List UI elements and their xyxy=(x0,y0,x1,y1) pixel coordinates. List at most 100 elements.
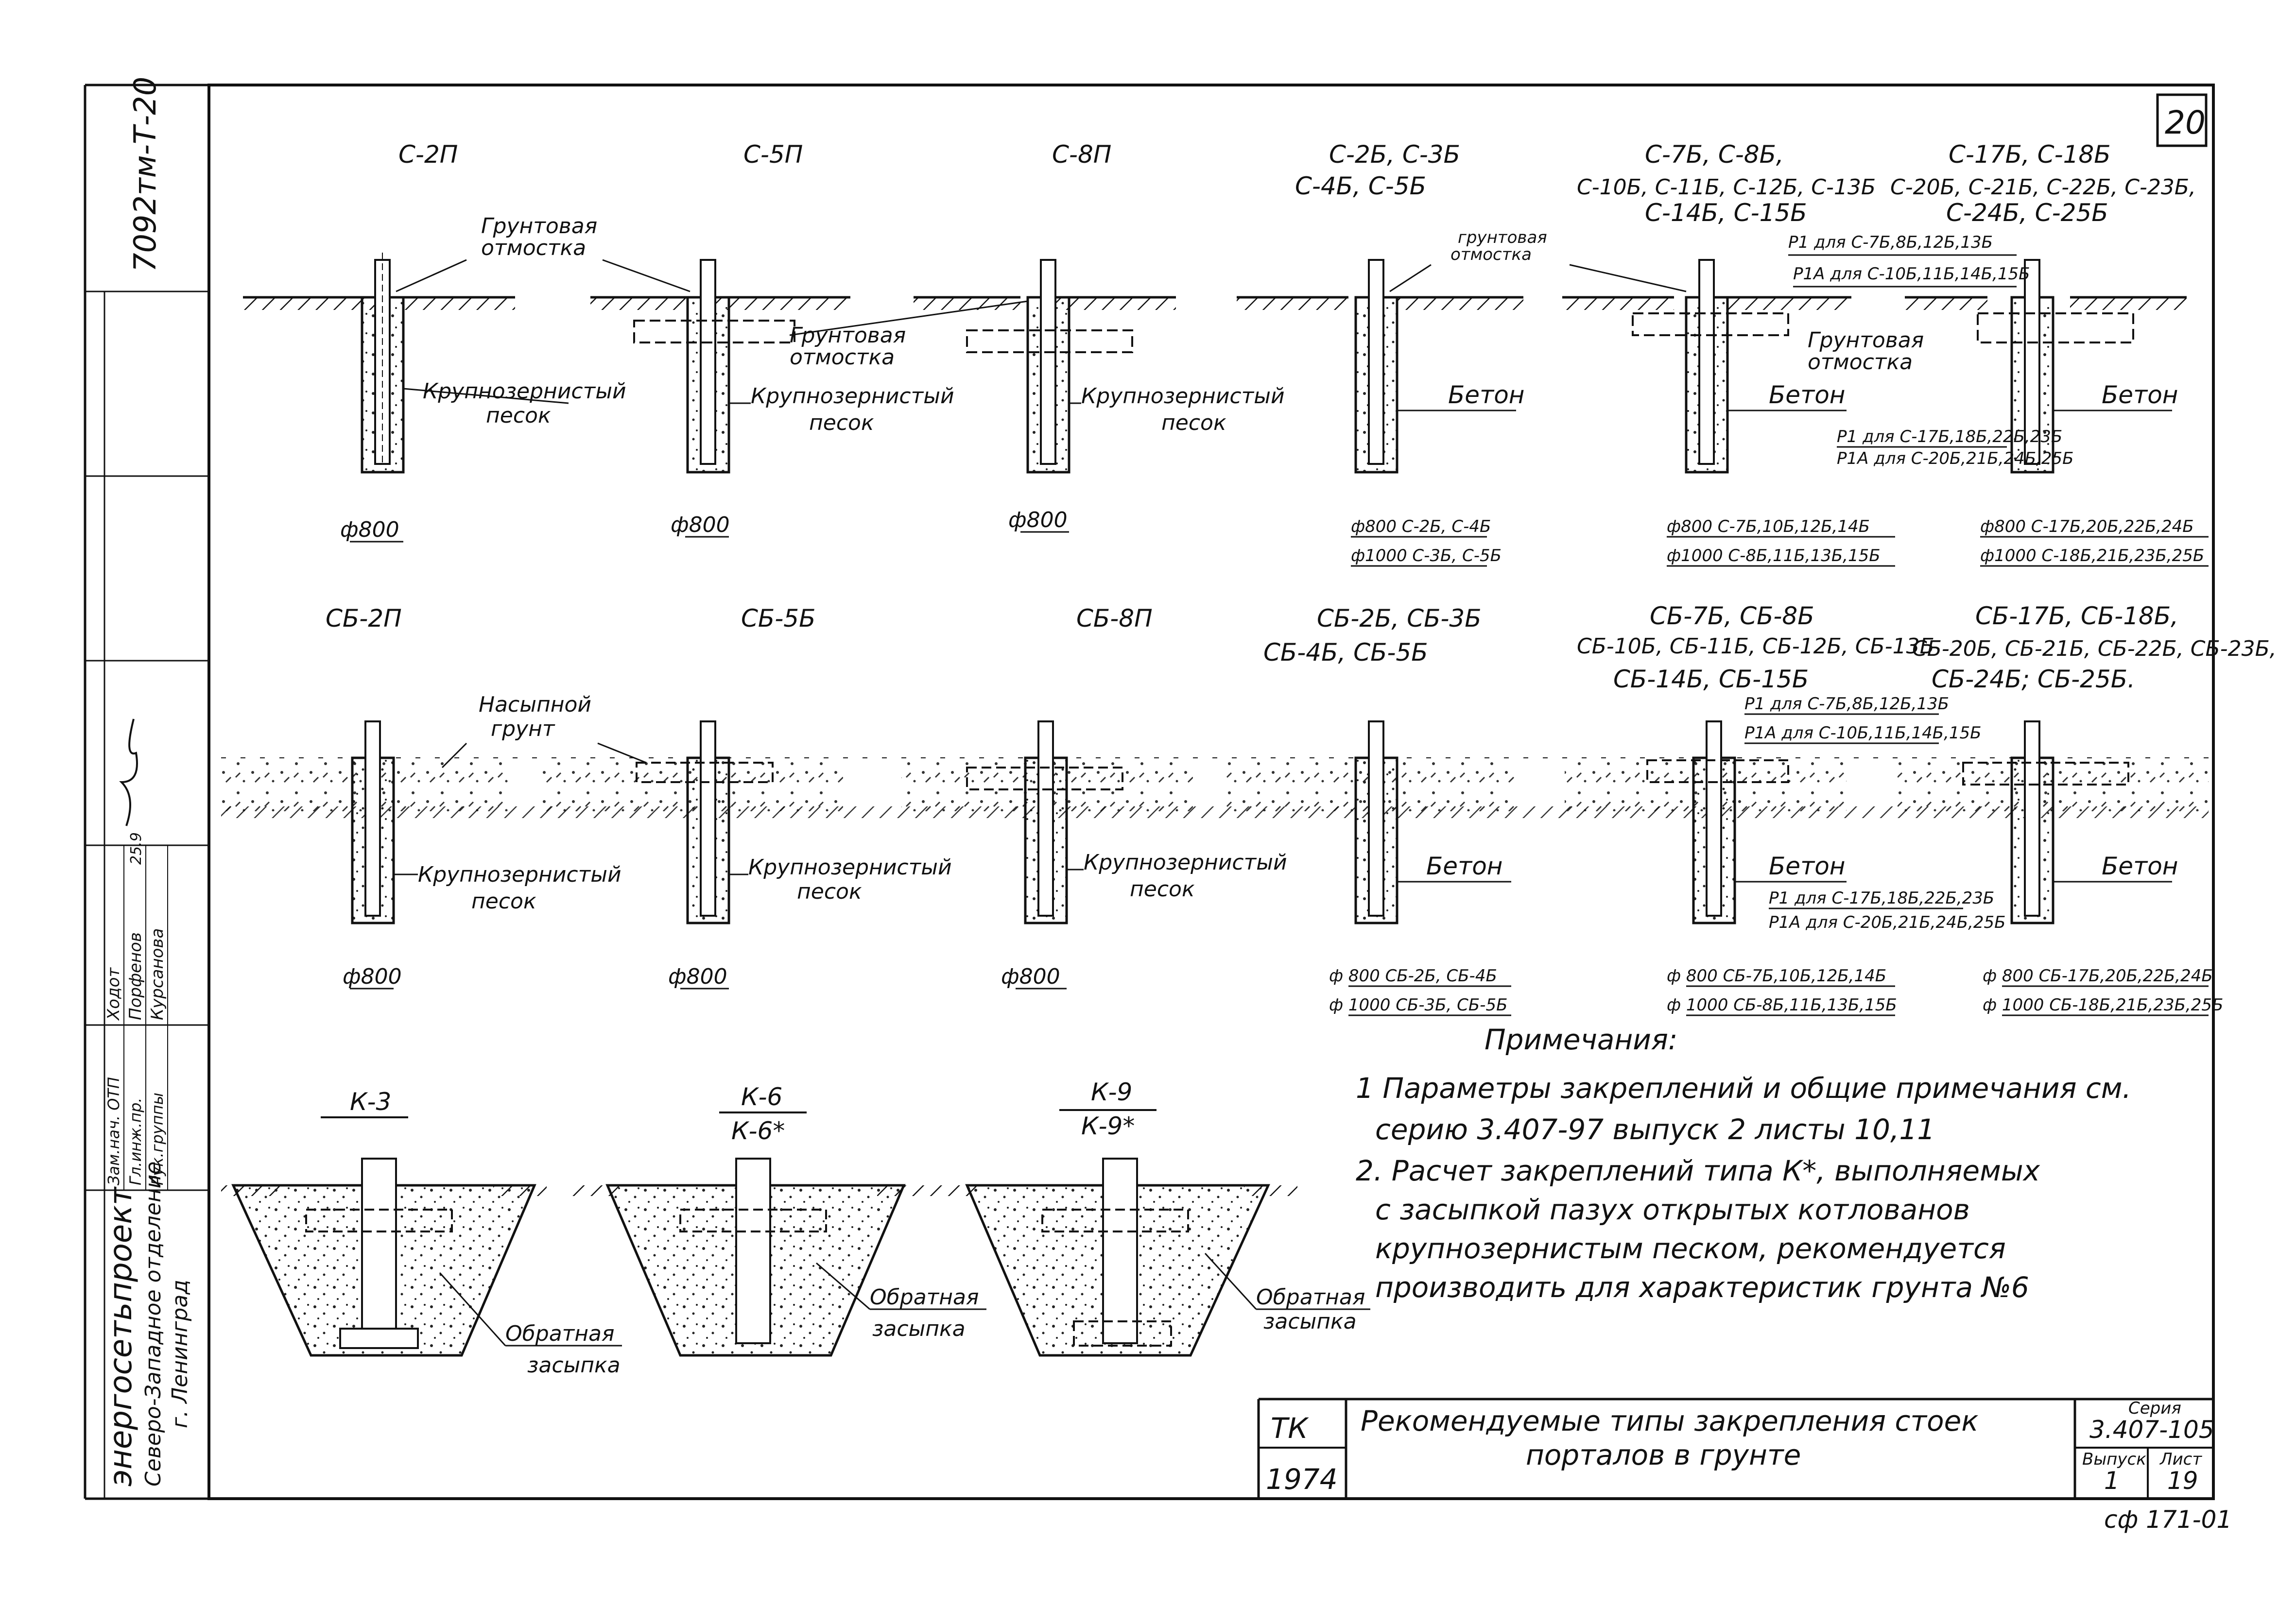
stamp-org-line3: г. Ленинград xyxy=(168,1280,192,1428)
r1-apron-1a: Грунтовая xyxy=(481,214,597,239)
sheet-frame xyxy=(207,84,2215,1500)
tb-sheet-label: Лист xyxy=(2159,1450,2202,1469)
r2-dia-5b: ф 1000 СБ-8Б,11Б,13Б,15Б xyxy=(1667,995,1897,1015)
r1-fill-5: Бетон xyxy=(1769,381,1845,409)
row3-title-2b: К-6* xyxy=(731,1117,785,1145)
row3-title-3a: К-9 xyxy=(1091,1078,1132,1106)
row2-pit-3 xyxy=(966,720,1123,924)
r2-fill-3a: Крупнозернистый xyxy=(1084,850,1287,875)
r1-p1-6a: Р1 для С-17Б,18Б,22Б,23Б xyxy=(1837,427,2062,446)
r1-apron-3b: отмостка xyxy=(1450,245,1532,264)
stamp-org: энергосетьпроект xyxy=(103,1186,139,1487)
r2-dia-4b: ф 1000 СБ-3Б, СБ-5Б xyxy=(1329,995,1507,1015)
tb-footer-code: сф 171-01 xyxy=(2104,1505,2232,1534)
row1-title-1: С-2П xyxy=(398,140,458,169)
notes: Примечания: 1 Параметры закреплений и об… xyxy=(1356,1023,2131,1304)
row2-title-3: СБ-8П xyxy=(1076,604,1153,633)
row1-title-4b: С-4Б, С-5Б xyxy=(1295,172,1426,200)
r2-fill-1b: песок xyxy=(471,889,536,914)
row2-title-6a: СБ-17Б, СБ-18Б, xyxy=(1975,602,2178,630)
r2-fill-6: Бетон xyxy=(2102,852,2178,880)
tb-title-2: порталов в грунте xyxy=(1526,1438,1801,1471)
row1-title-5a: С-7Б, С-8Б, xyxy=(1645,140,1784,169)
notes-line-3: 2. Расчет закреплений типа К*, выполняем… xyxy=(1356,1154,2040,1187)
row1-pit-5 xyxy=(1632,259,1789,474)
tb-issue: 1 xyxy=(2104,1467,2120,1495)
row1: С-2П С-5П С-8П С-2Б, С-3Б С-4Б, С-5Б С-7… xyxy=(243,140,2209,567)
stamp-role-2: Гл.инж.пр. xyxy=(126,1097,145,1185)
r1-fill-2a: Крупнозернистый xyxy=(751,384,954,409)
k9-pit xyxy=(926,1158,1297,1357)
row1-title-4a: С-2Б, С-3Б xyxy=(1329,140,1460,169)
k3-label-a: Обратная xyxy=(505,1321,615,1346)
r2-fill-2a: Крупнозернистый xyxy=(748,855,952,880)
r2-dia-6b: ф 1000 СБ-18Б,21Б,23Б,25Б xyxy=(1983,995,2223,1015)
r1-fill-2b: песок xyxy=(809,410,874,435)
row1-title-5c: С-14Б, С-15Б xyxy=(1645,199,1807,227)
row3-title-3b: К-9* xyxy=(1081,1112,1135,1140)
row2-pit-6 xyxy=(1962,720,2129,924)
tb-title-1: Рекомендуемые типы закрепления стоек xyxy=(1361,1404,1978,1437)
r2-p1-top-a: Р1 для С-7Б,8Б,12Б,13Б xyxy=(1744,694,1949,714)
notes-line-5: крупнозернистым песком, рекомендуется xyxy=(1375,1232,2006,1265)
stamp-name-1: Ходот xyxy=(104,967,123,1021)
r2-dia-1: ф800 xyxy=(343,964,402,989)
row1-ground xyxy=(243,296,2187,310)
row1-pit-3 xyxy=(966,259,1133,474)
row2: СБ-2П СБ-5Б СБ-8П СБ-2Б, СБ-3Б СБ-4Б, СБ… xyxy=(221,602,2277,1016)
notes-line-2: серию 3.407-97 выпуск 2 листы 10,11 xyxy=(1375,1113,1935,1146)
stamp-date: 25.9 xyxy=(128,832,145,865)
r1-dia-5b: ф1000 С-8Б,11Б,13Б,15Б xyxy=(1667,546,1881,565)
r1-fill-1b: песок xyxy=(486,403,551,428)
tb-sheet: 19 xyxy=(2167,1467,2198,1495)
row3-title-1: К-3 xyxy=(350,1088,391,1116)
r1-dia-6b: ф1000 С-18Б,21Б,23Б,25Б xyxy=(1980,546,2204,565)
r1-p1-5a: Р1 для С-7Б,8Б,12Б,13Б xyxy=(1788,233,1993,252)
stamp-role-3: Рук.группы xyxy=(148,1093,167,1185)
r2-p1-a: Р1 для С-17Б,18Б,22Б,23Б xyxy=(1769,889,1994,908)
r1-dia-3: ф800 xyxy=(1008,508,1068,532)
r2-fill-4: Бетон xyxy=(1426,852,1502,880)
tb-series: 3.407-105 xyxy=(2089,1416,2214,1444)
left-stamp: 7092тм-Т-20 энергосетьпроект Северо-Запа… xyxy=(84,77,209,1500)
notes-heading: Примечания: xyxy=(1485,1023,1677,1056)
title-block: ТК 1974 Рекомендуемые типы закрепления с… xyxy=(1257,1398,2232,1534)
row1-pit-6 xyxy=(1977,259,2134,474)
k6-label-b: засыпка xyxy=(872,1316,966,1341)
r2-dia-3: ф800 xyxy=(1001,964,1060,989)
r1-dia-1: ф800 xyxy=(340,517,399,542)
stamp-org-line2: Северо-Западное отделение xyxy=(141,1162,166,1487)
row3: К-3 К-6 К-6* К-9 К-9* xyxy=(221,1078,1370,1378)
r2-fill-3b: песок xyxy=(1130,877,1195,902)
r1-dia-4b: ф1000 С-3Б, С-5Б xyxy=(1351,546,1502,565)
r1-dia-6a: ф800 С-17Б,20Б,22Б,24Б xyxy=(1980,517,2194,536)
k6-label-a: Обратная xyxy=(870,1285,979,1310)
r1-apron-2b: отмостка xyxy=(790,345,895,370)
r1-fill-6: Бетон xyxy=(2102,381,2178,409)
r2-dia-2: ф800 xyxy=(668,964,727,989)
row2-title-5a: СБ-7Б, СБ-8Б xyxy=(1650,602,1814,630)
row2-title-4a: СБ-2Б, СБ-3Б xyxy=(1317,604,1482,633)
row2-title-5c: СБ-14Б, СБ-15Б xyxy=(1613,665,1809,693)
k3-pit xyxy=(221,1158,547,1357)
row2-pit-5 xyxy=(1646,720,1789,924)
r2-fill-5: Бетон xyxy=(1769,852,1845,880)
stamp-name-2: Порфенов xyxy=(126,932,145,1020)
row2-title-5b: СБ-10Б, СБ-11Б, СБ-12Б, СБ-13Б xyxy=(1577,634,1934,659)
row2-pit-1 xyxy=(351,720,395,924)
row1-pit-1 xyxy=(361,253,405,474)
k3-label-b: засыпка xyxy=(527,1353,621,1378)
r2-fillsoil-b: грунт xyxy=(491,717,555,741)
notes-line-4: с засыпкой пазух открытых котлованов xyxy=(1375,1193,1970,1226)
k6-pit xyxy=(569,1158,931,1357)
r1-apron-1b: отмостка xyxy=(481,236,586,260)
row2-title-2: СБ-5Б xyxy=(741,604,815,633)
r1-dia-4a: ф800 С-2Б, С-4Б xyxy=(1351,517,1491,536)
stamp-signature xyxy=(119,718,138,826)
row2-pit-2 xyxy=(636,720,774,924)
r1-dia-5a: ф800 С-7Б,10Б,12Б,14Б xyxy=(1667,517,1870,536)
row2-title-1: СБ-2П xyxy=(326,604,402,633)
r1-fill-4: Бетон xyxy=(1448,381,1524,409)
tb-tk: ТК xyxy=(1271,1412,1309,1445)
r1-apron-4a: Грунтовая xyxy=(1808,328,1924,353)
